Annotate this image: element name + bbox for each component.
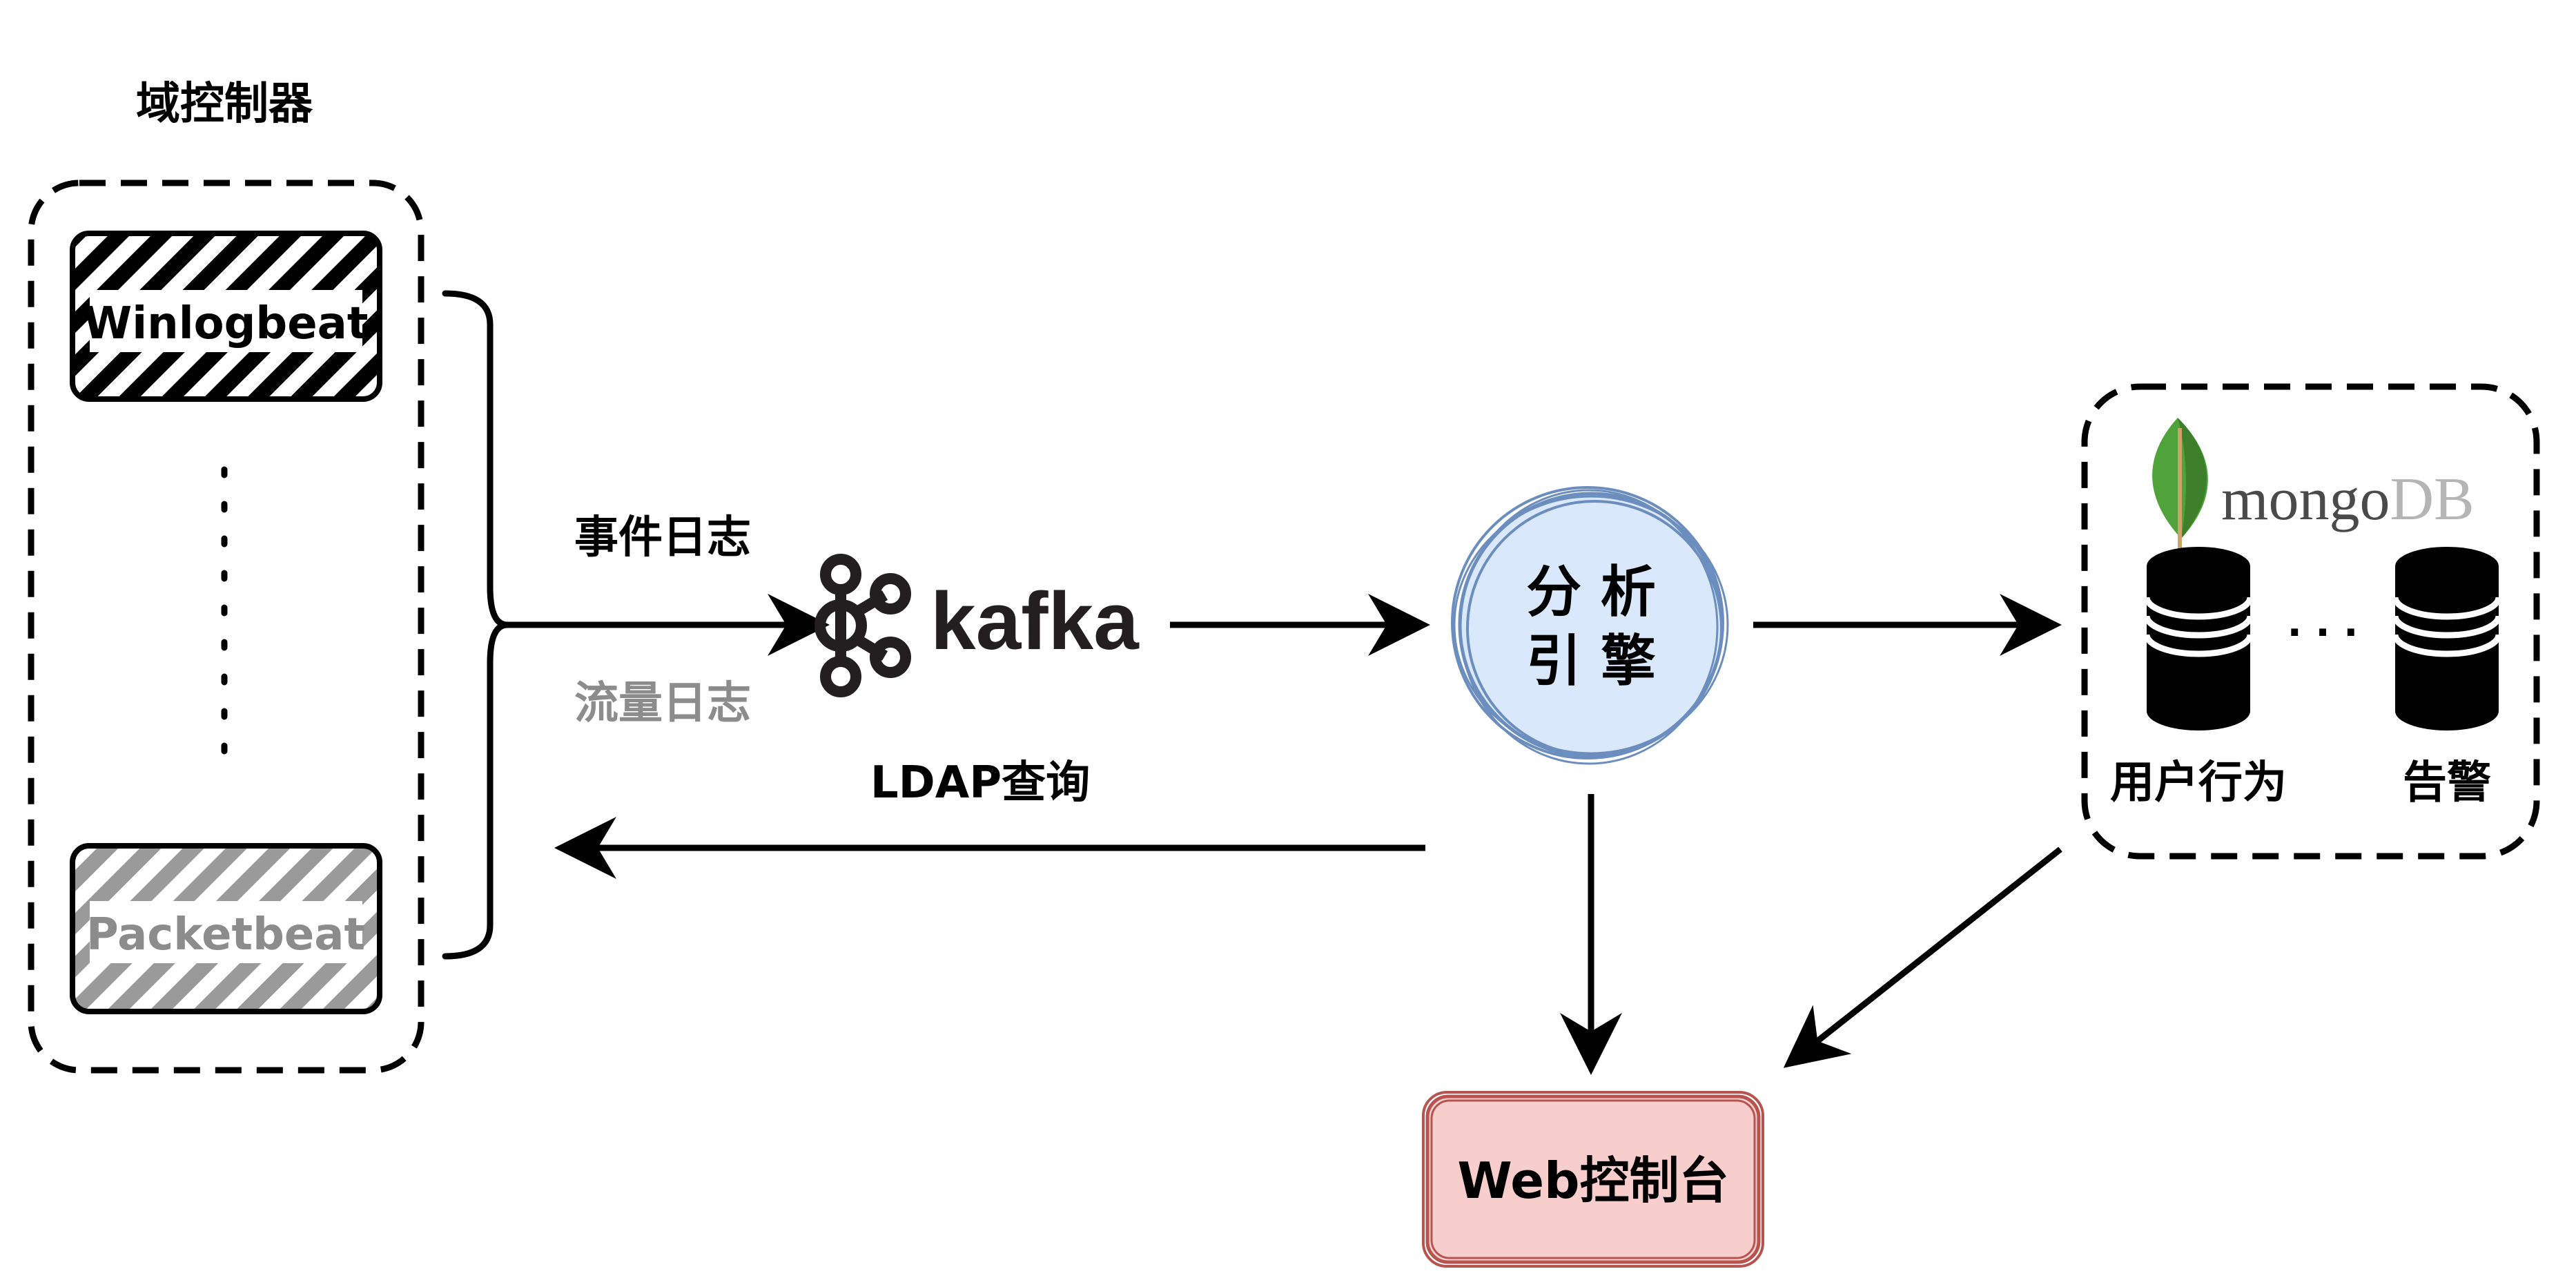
engine-label-line1: 分 析 [1526,560,1656,624]
kafka-wordmark: kafka [930,576,1140,667]
agents-brace [442,290,508,960]
mongodb-wordmark-db: DB [2390,466,2474,533]
mongodb-logo: mongoDB [2152,418,2475,549]
db-user-behavior-label: 用户行为 [2110,757,2287,809]
domain-controller-title: 域控制器 [136,79,313,130]
db-ellipsis: · · · [2287,610,2359,655]
winlogbeat-label: Winlogbeat [84,298,369,349]
mongodb-group [2081,383,2540,860]
event-log-label: 事件日志 [574,512,751,563]
ldap-query-label: LDAP查询 [870,757,1090,809]
mongodb-wordmark: mongoDB [2221,466,2475,533]
db-alert-label: 告警 [2403,757,2491,809]
engine-label-line2: 引 擎 [1526,629,1656,693]
web-console: Web控制台 [1422,1091,1764,1268]
web-console-label: Web控制台 [1457,1152,1728,1210]
winlogbeat-box: Winlogbeat [70,231,382,402]
flow-log-label: 流量日志 [574,678,751,729]
mongodb-wordmark-mongo: mongo [2221,466,2390,533]
analysis-engine: 分 析 引 擎 [1451,486,1729,765]
packetbeat-label: Packetbeat [86,909,365,960]
kafka-logo: kafka [814,554,1140,697]
kafka-icon [814,554,911,697]
db-alert: 告警 [2392,547,2502,809]
packetbeat-box: Packetbeat [70,843,382,1014]
db-user-behavior: 用户行为 [2110,547,2287,809]
domain-controller-group [28,180,425,1074]
arrow-mongodb-to-web [1783,846,2062,1068]
